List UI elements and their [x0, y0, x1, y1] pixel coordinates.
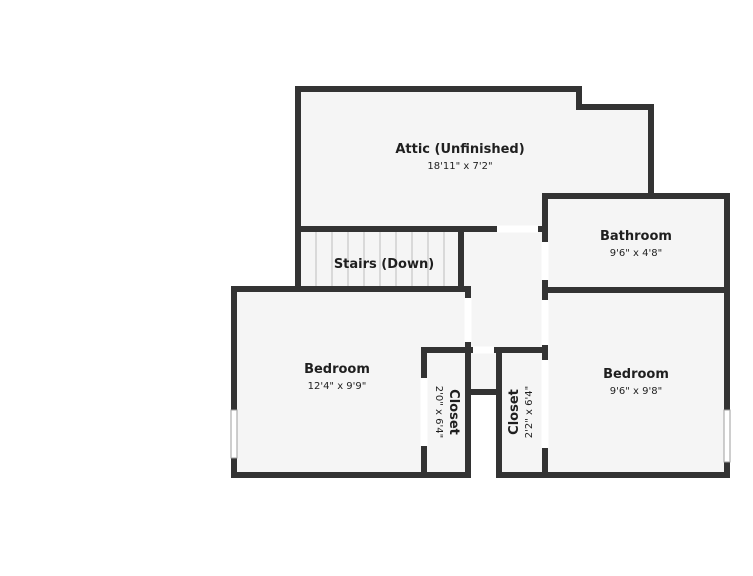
attic-name: Attic (Unfinished) — [395, 142, 524, 157]
window-right — [723, 409, 731, 463]
closet-right-floor — [499, 350, 545, 475]
bedroom-left-name: Bedroom — [304, 362, 370, 377]
closet-right-name: Closet — [507, 389, 522, 435]
door-openings — [420, 225, 549, 448]
bedroom-left-dims: 12'4" x 9'9" — [308, 381, 367, 392]
floor-fills — [234, 91, 727, 475]
bathroom-floor — [545, 196, 727, 290]
closet-left-dims: 2'0" x 6'4" — [433, 386, 444, 438]
bedroom-right-dims: 9'6" x 9'8" — [610, 386, 662, 397]
closet-left-name: Closet — [446, 389, 461, 435]
bathroom-dims: 9'6" x 4'8" — [610, 248, 662, 259]
stairs-name: Stairs (Down) — [334, 257, 434, 272]
bathroom-name: Bathroom — [600, 229, 672, 244]
closet-right-dims: 2'2" x 6'4" — [524, 386, 535, 438]
closet-right-wall — [496, 347, 545, 478]
window-left — [230, 409, 238, 459]
bedroom-right-name: Bedroom — [603, 367, 669, 382]
bedroom-left-floor — [234, 289, 468, 475]
stair-treads — [315, 232, 445, 286]
bedroom-right-floor — [545, 290, 727, 475]
attic-dims: 18'11" x 7'2" — [427, 161, 492, 172]
attic-wall — [295, 86, 654, 229]
